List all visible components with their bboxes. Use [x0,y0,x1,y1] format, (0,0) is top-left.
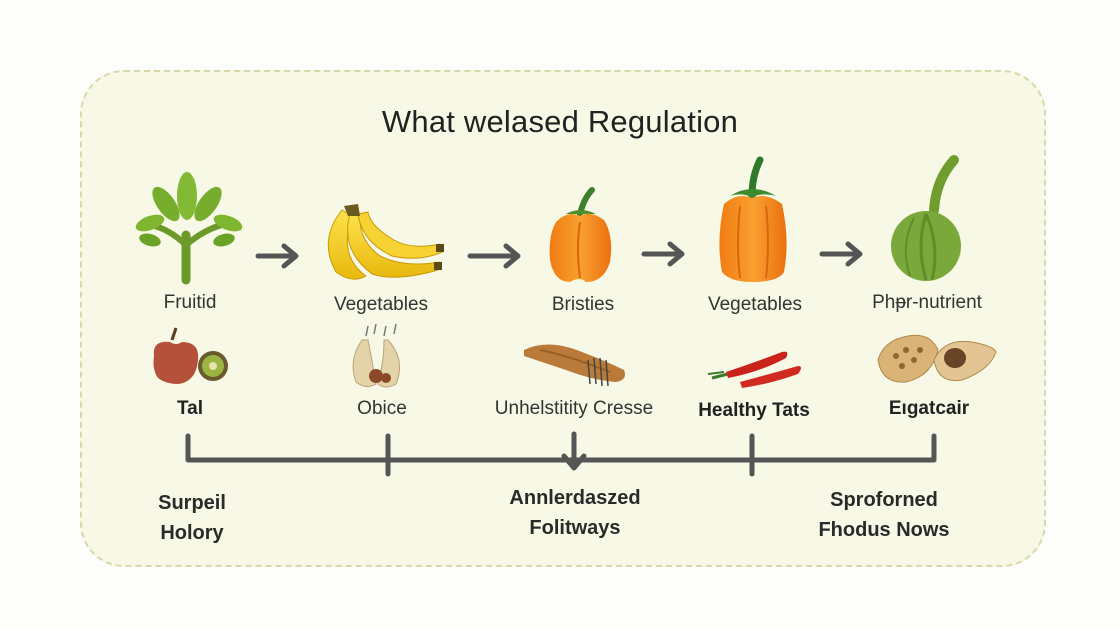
top-label-4: Vegetables [707,294,803,315]
diagram-title: What welased Regulation [381,104,739,139]
flow-arrow-1 [255,243,299,269]
footer-right-line-2: Fhodus Nows [818,519,950,541]
garlic-icon [352,323,401,388]
apple-kiwi-icon [153,327,228,384]
footer-left-line-1: Surpeil [158,492,226,514]
footer-right: Sproforned Fhodus Nows [818,485,949,545]
diagram-card [80,70,1046,567]
seeds-icon [877,334,997,383]
top-label-3: Bristies [551,294,615,315]
connector-line [185,431,937,477]
top-label-2: Vegetables [333,294,429,315]
flow-arrow-4 [819,241,863,267]
bottom-label-1: Tal [176,398,204,419]
leaf-plant-icon [135,172,243,285]
footer-right-line-1: Sproforned [830,489,938,511]
flow-arrow-2 [467,243,521,269]
footer-center: Annlerdaszed Folitways [509,483,640,543]
green-vegetable-icon [891,155,961,281]
top-label-5: Phᵽr-nutrient [872,292,982,313]
bottom-label-4: Healthy Tats [698,400,810,421]
bread-stick-icon [524,344,625,387]
footer-center-line-1: Annlerdaszed [509,487,641,509]
banana-icon [327,204,444,280]
bottom-label-2: Obice [357,398,407,419]
flow-arrow-3 [641,241,685,267]
top-label-1: Fruitid [163,292,217,313]
footer-left-line-2: Holory [160,522,224,544]
bottom-label-3: Unhelstitity Cresse [494,398,654,419]
chili-pepper-icon [707,351,801,388]
bottom-label-5: Eıgatcair [888,398,970,419]
bell-pepper-icon [549,187,612,282]
orange-pepper-icon [719,156,787,282]
footer-left: Surpeil Holory [158,488,226,548]
footer-center-line-2: Folitways [529,517,621,539]
